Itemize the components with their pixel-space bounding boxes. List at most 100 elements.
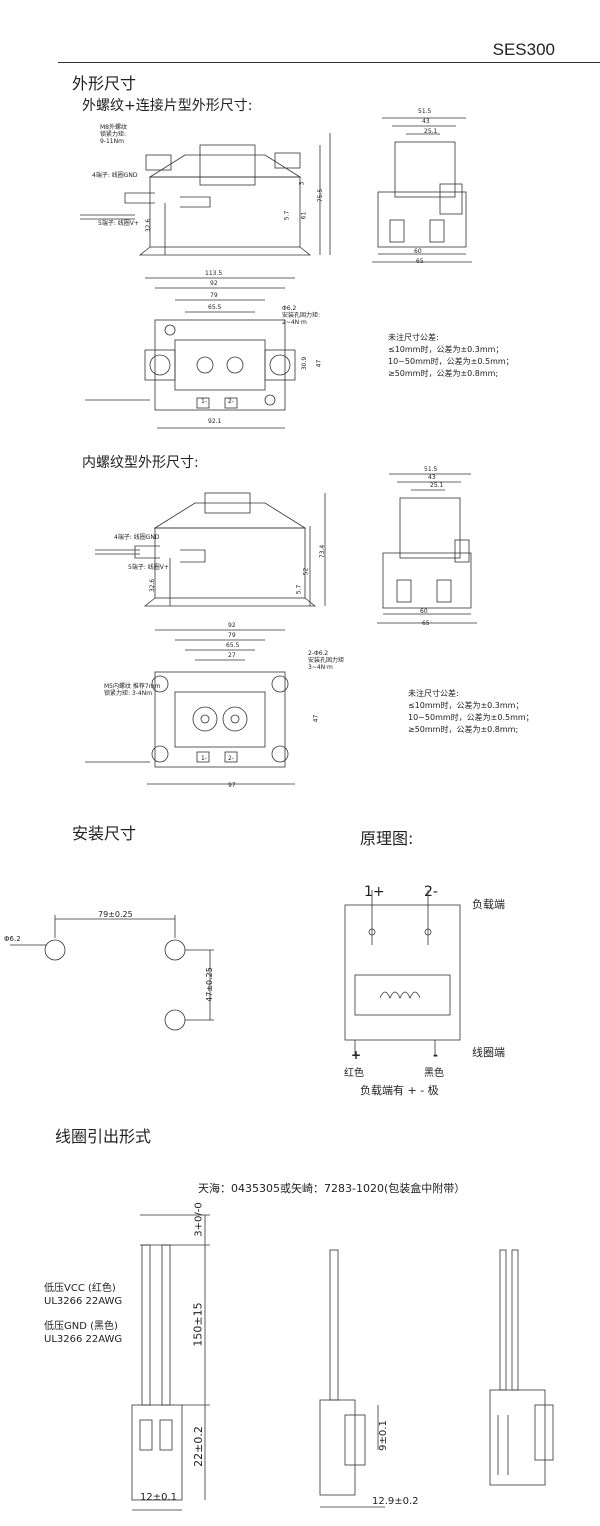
ext-top-dim-92: 92	[210, 280, 218, 287]
schematic-terminal-2: 2-	[424, 884, 438, 900]
lead-dim-3: 3+0/-0	[193, 1202, 205, 1237]
section-outline-title: 外形尺寸	[72, 74, 137, 93]
int-dim-32-6: 32.6	[149, 578, 157, 593]
section-coil-lead-title: 线圈引出形式	[55, 1127, 152, 1146]
ext-pin4-label: 4端子: 线圈GND	[92, 172, 138, 179]
ext-top-dim-92-1: 92.1	[208, 418, 222, 425]
int-end-dim-60: 60	[420, 608, 428, 615]
header-rule	[58, 62, 600, 63]
tolerance-note-2: 未注尺寸公差: ≤10mm时，公差为±0.3mm； 10~50mm时，公差为±0…	[408, 688, 534, 736]
schematic-black-label: 黑色	[424, 1068, 444, 1079]
int-dim-73-4: 73.4	[319, 544, 327, 559]
ext-dim-5-7: 5.7	[283, 210, 291, 221]
int-torque-line-2: 锁紧力矩: 3-4Nm	[104, 690, 153, 697]
int-torque-line-1: M5内螺纹 推荐7mm	[104, 683, 161, 690]
ext-terminal-1: 1-	[201, 398, 207, 405]
int-pin5-label: 5端子: 线圈V+	[128, 564, 169, 571]
ext-top-dim-79: 79	[210, 292, 218, 299]
lead-vcc-label: 低压VCC (红色) UL3266 22AWG	[44, 1282, 122, 1308]
ext-dim-32-6: 32.6	[145, 218, 153, 233]
mount-phi-label: Φ6.2	[4, 935, 21, 943]
model-number: SES300	[492, 40, 555, 59]
ext-end-dim-51-5: 51.5	[418, 108, 432, 115]
lead-dim-150: 150±15	[191, 1302, 205, 1347]
mount-vertical-dim: 47±0.25	[204, 967, 214, 1002]
int-pin4-label: 4端子: 线圈GND	[114, 534, 160, 541]
ext-end-view	[372, 117, 472, 263]
mounting-diagram	[10, 915, 214, 1031]
lead-gnd-label: 低压GND (黑色) UL3266 22AWG	[44, 1320, 122, 1346]
ext-top-dim-65-5: 65.5	[208, 304, 222, 311]
ext-hole-line-3: 2~4N·m	[282, 319, 307, 326]
int-end-dim-65: 65	[422, 620, 430, 627]
ext-terminal-2: 2-	[228, 398, 234, 405]
int-top-dim-92: 92	[228, 622, 236, 629]
tol2-line-3: 10~50mm时，公差为±0.5mm；	[408, 713, 534, 722]
int-hole-note: 2-Φ6.2 安装孔固力矩 3~4N·m	[308, 650, 344, 671]
ext-end-dim-65: 65	[416, 258, 424, 265]
lead-front-view	[131, 1214, 210, 1511]
int-top-dim-27: 27	[228, 652, 236, 659]
ext-torque-note: M8外螺纹 锁紧力矩: 9-11Nm	[100, 124, 127, 145]
int-top-view	[85, 629, 295, 785]
ext-torque-line-3: 9-11Nm	[100, 138, 124, 145]
mount-horizontal-dim: 79±0.25	[98, 910, 133, 919]
int-terminal-2: 2-	[228, 755, 234, 762]
ext-end-dim-43: 43	[422, 118, 430, 125]
ext-top-view	[85, 277, 296, 429]
schematic-polarity-note: 负载端有 + - 极	[360, 1084, 439, 1097]
schematic-minus: -	[433, 1048, 438, 1062]
ext-top-dim-113-5: 113.5	[205, 270, 223, 277]
lead-gnd-line-1: 低压GND (黑色)	[44, 1321, 118, 1332]
lead-gnd-line-2: UL3266 22AWG	[44, 1334, 123, 1345]
int-torque-note: M5内螺纹 推荐7mm 锁紧力矩: 3-4Nm	[104, 683, 160, 697]
lead-dim-22: 22±0.2	[191, 1426, 205, 1467]
int-top-dim-79: 79	[228, 632, 236, 639]
schematic-diagram	[344, 890, 461, 1055]
int-terminal-1: 1-	[201, 755, 207, 762]
ext-end-dim-60: 60	[414, 248, 422, 255]
ext-top-dim-30-9: 30.9	[301, 356, 309, 371]
ext-end-dim-25-1: 25.1	[424, 128, 438, 135]
section-mounting-title: 安装尺寸	[72, 824, 137, 843]
schematic-load-end: 负载端	[472, 898, 505, 911]
connector-note: 天海：0435305或矢崎：7283-1020(包装盒中附带）	[198, 1182, 466, 1195]
section-schematic-title: 原理图:	[360, 829, 414, 848]
lead-dim-12: 12±0.1	[140, 1492, 178, 1503]
ext-dim-75-5: 75.5	[317, 188, 325, 203]
int-side-view	[95, 492, 326, 607]
lead-dim-12-9: 12.9±0.2	[372, 1496, 419, 1507]
tolerance-note-1: 未注尺寸公差: ≤10mm时，公差为±0.3mm； 10~50mm时，公差为±0…	[388, 332, 514, 380]
ext-torque-line-1: M8外螺纹	[100, 124, 127, 131]
ext-hole-line-2: 安装孔固力矩:	[282, 312, 321, 319]
int-end-dim-51-5: 51.5	[424, 466, 438, 473]
lead-vcc-line-2: UL3266 22AWG	[44, 1296, 123, 1307]
ext-dim-61: 61	[300, 211, 308, 220]
schematic-coil-end: 线圈端	[472, 1046, 505, 1059]
section-ext-thread-title: 外螺纹+连接片型外形尺寸:	[82, 98, 253, 114]
tol1-line-1: 未注尺寸公差:	[388, 333, 439, 342]
ext-dim-3: 3	[298, 181, 306, 186]
ext-hole-line-1: Φ6.2	[282, 305, 297, 312]
ext-side-view	[80, 133, 331, 256]
lead-dim-9: 9±0.1	[377, 1420, 389, 1451]
ext-hole-note: Φ6.2 安装孔固力矩: 2~4N·m	[282, 305, 320, 326]
int-top-dim-65-5: 65.5	[226, 642, 240, 649]
ext-pin5-label: 5端子: 线圈V+	[98, 220, 139, 227]
int-top-dim-47: 47	[312, 714, 320, 723]
tol2-line-1: 未注尺寸公差:	[408, 689, 459, 698]
lead-iso-view	[489, 1249, 554, 1486]
int-end-dim-25-1: 25.1	[430, 482, 444, 489]
tol1-line-4: ≥50mm时，公差为±0.8mm;	[388, 369, 499, 378]
int-dim-52: 52	[302, 567, 310, 576]
schematic-red-label: 红色	[344, 1068, 364, 1079]
int-end-dim-43: 43	[428, 474, 436, 481]
int-top-dim-97: 97	[228, 782, 236, 789]
tol2-line-4: ≥50mm时，公差为±0.8mm;	[408, 725, 519, 734]
ext-torque-line-2: 锁紧力矩:	[100, 131, 127, 138]
lead-vcc-line-1: 低压VCC (红色)	[44, 1283, 116, 1294]
lead-side-view	[319, 1249, 385, 1508]
tol1-line-3: 10~50mm时，公差为±0.5mm；	[388, 357, 514, 366]
int-hole-line-1: 2-Φ6.2	[308, 650, 329, 657]
int-end-view	[377, 473, 477, 624]
